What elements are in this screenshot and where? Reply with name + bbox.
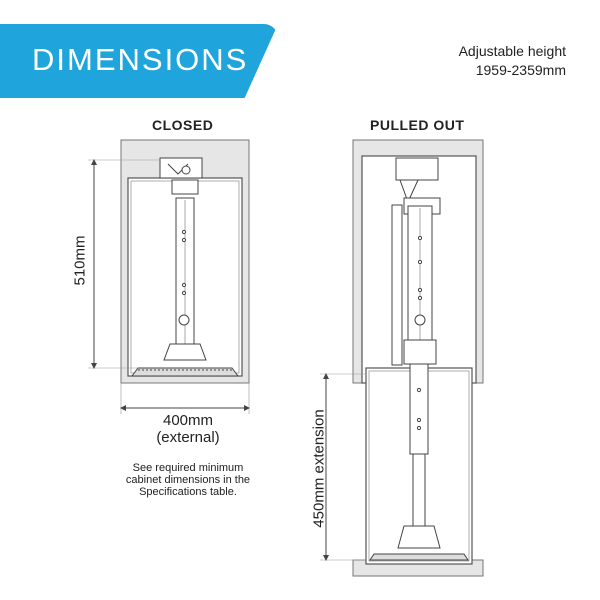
width-qualifier: (external) [156,429,220,446]
specifications-note: See required minimum cabinet dimensions … [108,462,268,498]
pulled-out-view-label: PULLED OUT [370,117,465,133]
closed-view-label: CLOSED [152,117,214,133]
height-note-range: 1959-2359mm [475,62,566,78]
height-dimension-line [88,159,160,369]
closed-lift-mechanism [131,157,239,377]
width-dimension-line [120,383,250,414]
pulled-extension-rail [369,363,469,561]
note-line-1: See required minimum [132,462,244,474]
extension-dimension-line [320,373,366,561]
note-line-2: cabinet dimensions in the [125,474,251,486]
width-value: 400mm [162,412,214,429]
adjustable-height-note: Adjustable height 1959-2359mm [459,42,566,80]
height-note-label: Adjustable height [458,43,566,59]
title-banner [0,24,278,98]
width-dimension-label: 400mm (external) [140,412,236,446]
pulled-upper-mechanism [391,157,441,366]
note-line-3: Specifications table. [139,486,237,498]
height-dimension-label: 510mm [71,235,89,286]
page-title: DIMENSIONS [32,42,249,77]
extension-dimension-label: 450mm extension [310,409,328,528]
